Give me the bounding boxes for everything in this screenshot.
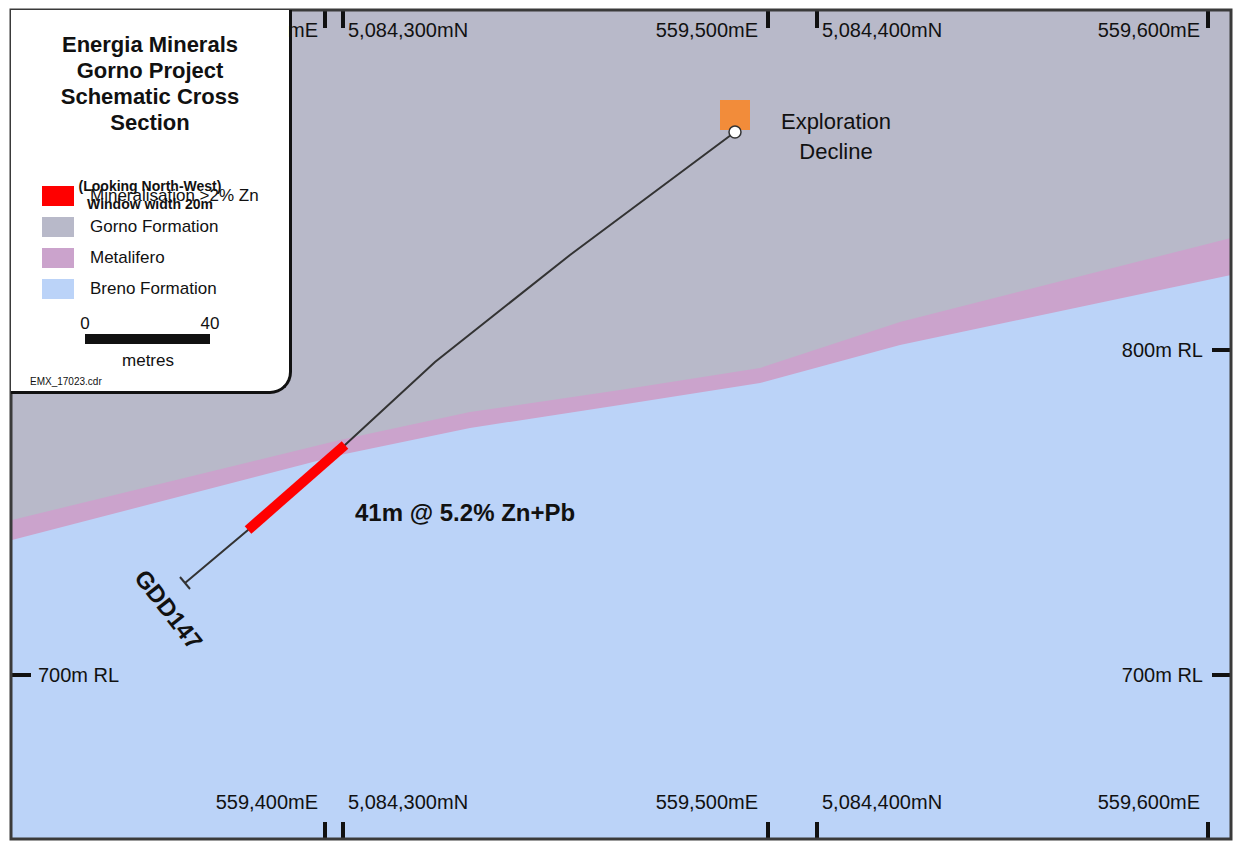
hole-end-tick bbox=[180, 577, 190, 589]
decline-marker: Exploration Decline bbox=[720, 100, 750, 130]
easting: 559,400mE bbox=[216, 790, 318, 814]
intercept-label: 41m @ 5.2% Zn+Pb bbox=[355, 499, 575, 528]
easting: 559,600mE bbox=[1098, 18, 1200, 42]
northing: 5,084,400mN bbox=[822, 18, 942, 42]
northing: 5,084,300mN bbox=[348, 18, 468, 42]
legend-swatch bbox=[42, 217, 74, 237]
easting: 559,500mE bbox=[656, 18, 758, 42]
frame bbox=[11, 10, 1231, 839]
legend-text: Breno Formation bbox=[90, 279, 217, 299]
easting: 559,600mE bbox=[1098, 790, 1200, 814]
file-name: EMX_17023.cdr bbox=[30, 376, 102, 388]
legend-text: Mineralisation >2% Zn bbox=[90, 186, 259, 206]
legend-text: Metalifero bbox=[90, 248, 165, 268]
scale-zero: 0 bbox=[80, 314, 89, 334]
elevation: 700m RL bbox=[1122, 663, 1203, 687]
northing: 5,084,400mN bbox=[822, 790, 942, 814]
legend-text: Gorno Formation bbox=[90, 217, 219, 237]
diagram-title: Energia Minerals Gorno Project Schematic… bbox=[43, 32, 258, 136]
scale-bar bbox=[85, 334, 210, 344]
scale-unit: metres bbox=[122, 351, 174, 371]
legend-swatch bbox=[42, 279, 74, 299]
northing: 5,084,300mN bbox=[348, 790, 468, 814]
collar-point bbox=[729, 126, 741, 138]
drill-hole-id: GDD147 bbox=[128, 564, 208, 655]
mineralised-interval bbox=[248, 445, 345, 530]
grid-ticks bbox=[12, 11, 1231, 839]
elevation: 800m RL bbox=[1122, 338, 1203, 362]
node-label: Exploration Decline bbox=[770, 107, 902, 167]
elevation: 700m RL bbox=[38, 663, 119, 687]
easting: mE bbox=[288, 18, 318, 42]
legend-swatch bbox=[42, 186, 74, 206]
gorno-formation bbox=[11, 10, 1231, 839]
easting: 559,500mE bbox=[656, 790, 758, 814]
legend-swatch bbox=[42, 248, 74, 268]
scale-forty: 40 bbox=[201, 314, 220, 334]
